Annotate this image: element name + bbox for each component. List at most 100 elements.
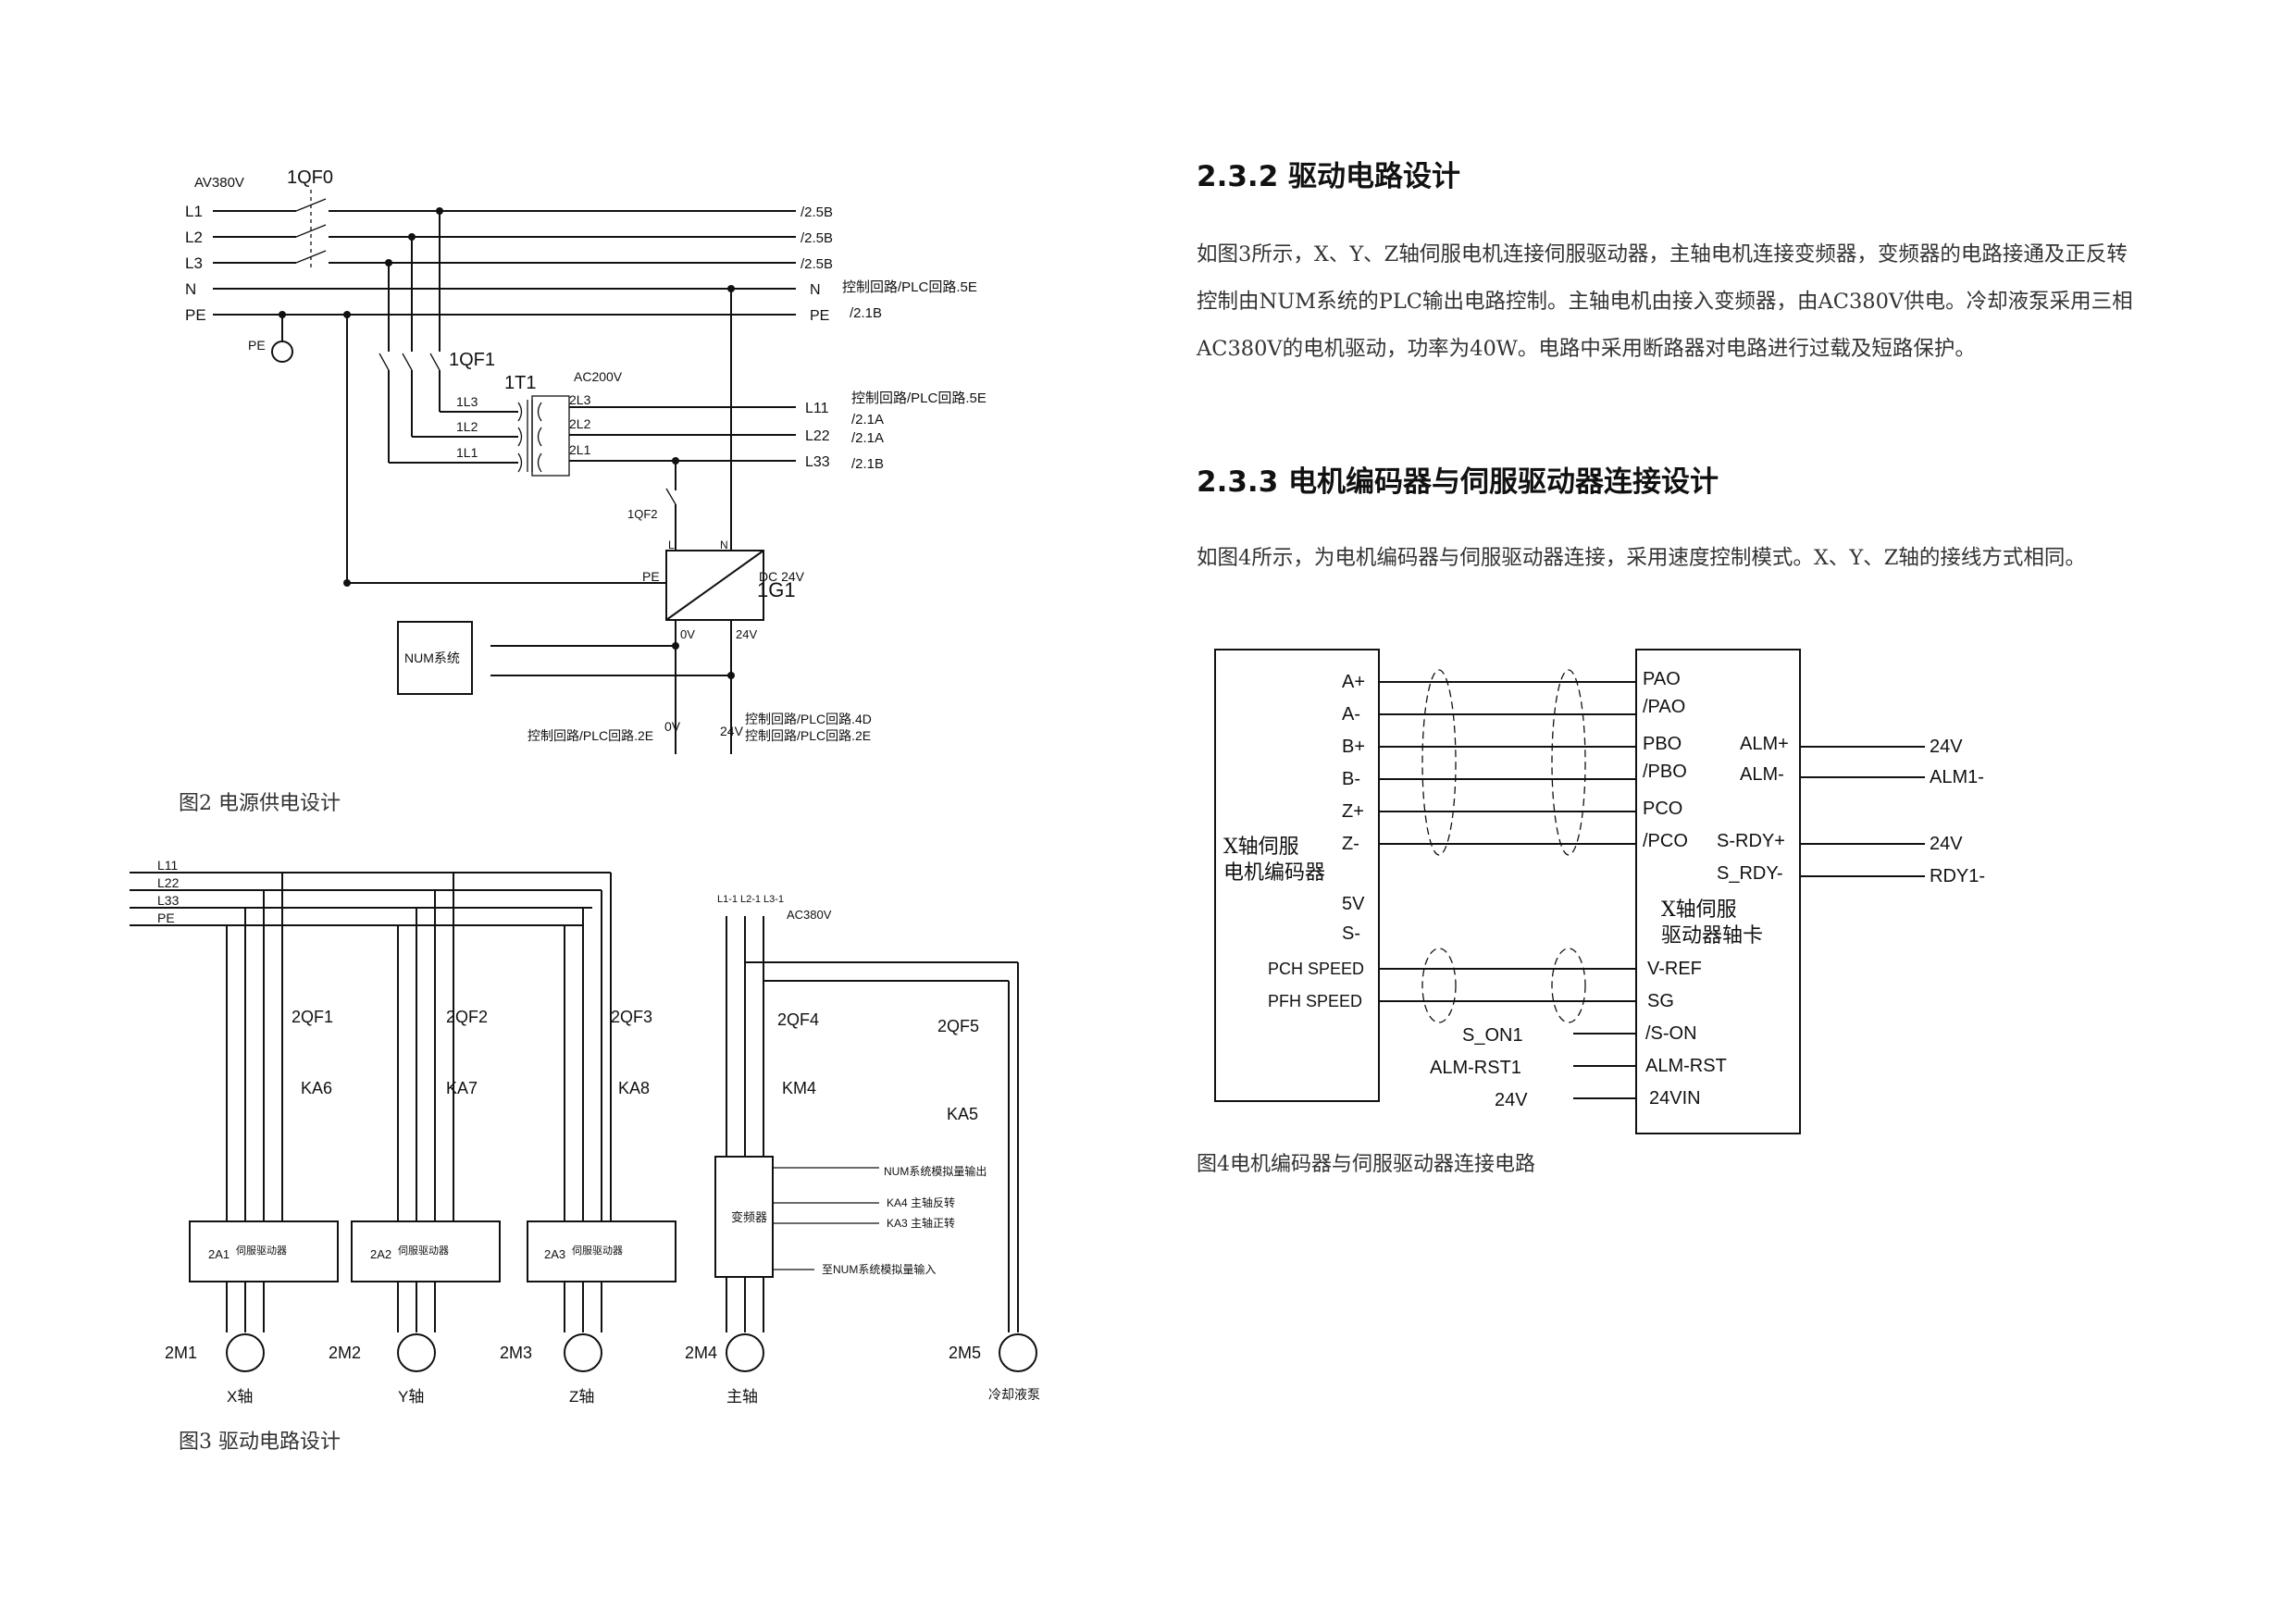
- secondary-2l1: 2L1: [569, 442, 591, 457]
- spindle-line-l1: L1-1: [717, 894, 738, 905]
- breaker-1qf2-label: 1QF2: [627, 507, 658, 521]
- signal-24v-alm: 24V: [1930, 737, 1963, 757]
- input-s-on1: S_ON1: [1462, 1025, 1523, 1046]
- drv-right-pin-alm-minus: ALM-: [1740, 764, 1784, 785]
- axis1-driver-name: 伺服驱动器: [236, 1245, 287, 1257]
- spindle-signal-analog-out: NUM系统模拟量输出: [884, 1164, 987, 1178]
- axis2-relay: KA7: [446, 1079, 478, 1097]
- out-ref-1: 控制回路/PLC回路.5E: [851, 390, 987, 406]
- section-heading-2-3-3: 2.3.3 电机编码器与伺服驱动器连接设计: [1197, 465, 1719, 499]
- line-ref-l3: /2.5B: [800, 256, 833, 272]
- main-breaker-label: 1QF0: [287, 167, 333, 188]
- drive-line-pe: PE: [157, 911, 175, 925]
- enc-pin-a-plus: A+: [1342, 672, 1365, 692]
- bottom-term-24v: 24V: [720, 724, 744, 738]
- primary-1l1: 1L1: [456, 445, 478, 460]
- drv-right-pin-s-rdy-plus: S-RDY+: [1717, 831, 1785, 851]
- line-ref-l1: /2.5B: [800, 204, 833, 220]
- axis2-driver-name: 伺服驱动器: [398, 1245, 449, 1257]
- drive-line-l22: L22: [157, 875, 180, 890]
- drv-pin-alm-rst: ALM-RST: [1645, 1056, 1727, 1076]
- pump-motor: 2M5: [949, 1344, 981, 1362]
- out-line-l11: L11: [805, 401, 829, 416]
- drv-pin-pco: PCO: [1643, 799, 1682, 819]
- secondary-2l2: 2L2: [569, 416, 591, 431]
- figure-4-encoder-driver-diagram: X轴伺服 电机编码器 X轴伺服 驱动器轴卡 A+ A- B+ B- Z+ Z- …: [1214, 649, 1985, 1134]
- pump-breaker: 2QF5: [937, 1017, 979, 1035]
- out-ref-4: /2.1B: [851, 456, 884, 472]
- drive-line-l11: L11: [157, 858, 179, 873]
- enc-pin-b-minus: B-: [1342, 769, 1360, 789]
- line-ref-pe: /2.1B: [850, 305, 882, 321]
- axis2-breaker: 2QF2: [446, 1008, 488, 1026]
- bottom-ref-3: 控制回路/PLC回路.2E: [527, 728, 653, 743]
- bottom-ref-2: 控制回路/PLC回路.2E: [745, 728, 871, 743]
- transformer-voltage: AC200V: [574, 369, 623, 384]
- spindle-signal-forward: KA3 主轴正转: [887, 1216, 955, 1230]
- pe-ground-label: PE: [248, 338, 266, 353]
- bottom-ref-1: 控制回路/PLC回路.4D: [745, 712, 872, 726]
- enc-pin-s-minus: S-: [1342, 923, 1360, 944]
- figure-4-caption: 图4电机编码器与伺服驱动器连接电路: [1197, 1153, 1535, 1176]
- psu-term-l: L: [668, 539, 675, 551]
- spindle-label: 主轴: [726, 1388, 758, 1406]
- secondary-2l3: 2L3: [569, 392, 591, 407]
- drv-pin-v-ref: V-REF: [1647, 959, 1702, 979]
- driver-box-line1: X轴伺服: [1661, 898, 1737, 922]
- psu-term-n: N: [720, 539, 728, 551]
- bottom-term-0v: 0V: [664, 719, 681, 734]
- out-ref-2: /2.1A: [851, 412, 884, 427]
- enc-pin-5v: 5V: [1342, 894, 1365, 914]
- out-ref-3: /2.1A: [851, 430, 884, 446]
- psu-pe-label: PE: [642, 569, 660, 584]
- line-label-l3: L3: [185, 254, 203, 272]
- drv-pin-sg: SG: [1647, 991, 1674, 1011]
- section-paragraph-2-3-3: 如图4所示，为电机编码器与伺服驱动器连接，采用速度控制模式。X、Y、Z轴的接线方…: [1197, 546, 2086, 570]
- section-heading-2-3-2: 2.3.2 驱动电路设计: [1197, 160, 1461, 193]
- num-system-box: NUM系统: [404, 650, 460, 665]
- spindle-line-l3: L3-1: [763, 894, 784, 905]
- enc-pin-a-minus: A-: [1342, 704, 1360, 725]
- psu-output-label: DC 24V: [759, 569, 805, 584]
- spindle-line-l2: L2-1: [740, 894, 761, 905]
- enc-pin-b-plus: B+: [1342, 737, 1365, 757]
- pump-label: 冷却液泵: [988, 1387, 1040, 1402]
- axis3-motor: 2M3: [500, 1344, 532, 1362]
- psu-term-24v: 24V: [736, 627, 757, 641]
- line-ref-n: 控制回路/PLC回路.5E: [842, 279, 977, 295]
- axis2-driver: 2A2: [370, 1247, 391, 1261]
- drive-line-l33: L33: [157, 893, 180, 908]
- input-alm-rst1: ALM-RST1: [1430, 1058, 1521, 1078]
- drv-right-pin-s-rdy-minus: S_RDY-: [1717, 863, 1783, 884]
- axis2-motor: 2M2: [329, 1344, 361, 1362]
- section-paragraph-2-3-2: 如图3所示，X、Y、Z轴伺服电机连接伺服驱动器，主轴电机连接变频器，变频器的电路…: [1197, 242, 2133, 361]
- enc-pin-z-minus: Z-: [1342, 834, 1359, 854]
- enc-pin-pch-speed: PCH SPEED: [1268, 960, 1364, 978]
- out-line-l33: L33: [805, 454, 830, 470]
- drv-pin-pao-bar: /PAO: [1643, 697, 1685, 717]
- spindle-motor: 2M4: [685, 1344, 717, 1362]
- spindle-signal-reverse: KA4 主轴反转: [887, 1196, 955, 1209]
- out-line-l22: L22: [805, 428, 830, 444]
- transformer-label: 1T1: [504, 373, 536, 393]
- figure-3-drive-circuit-diagram: L11 L22 L33 PE 2QF1 KA6 2A1 伺服驱动器 2M1 X轴…: [130, 858, 1040, 1406]
- axis3-driver: 2A3: [544, 1247, 565, 1261]
- figure-2-power-supply-diagram: AV380V 1QF0 L1 L2 L3 N PE /2.5B /2.5B /2…: [185, 167, 987, 754]
- line-label-n: N: [185, 280, 196, 298]
- spindle-supply: AC380V: [787, 908, 832, 922]
- axis1-relay: KA6: [301, 1079, 332, 1097]
- encoder-box-line2: 电机编码器: [1223, 861, 1325, 885]
- signal-alm1: ALM1-: [1930, 767, 1984, 787]
- primary-1l3: 1L3: [456, 394, 478, 409]
- line-ref-l2: /2.5B: [800, 230, 833, 246]
- axis3-axis-label: Z轴: [569, 1388, 594, 1406]
- axis1-breaker: 2QF1: [292, 1008, 333, 1026]
- pump-relay: KA5: [947, 1105, 978, 1123]
- axis3-driver-name: 伺服驱动器: [572, 1245, 623, 1257]
- drv-pin-s-on: /S-ON: [1645, 1023, 1697, 1044]
- line-label-l2: L2: [185, 229, 203, 246]
- spindle-contactor: KM4: [782, 1079, 816, 1097]
- supply-label: AV380V: [194, 175, 244, 191]
- axis2-axis-label: Y轴: [398, 1388, 424, 1406]
- axis3-relay: KA8: [618, 1079, 650, 1097]
